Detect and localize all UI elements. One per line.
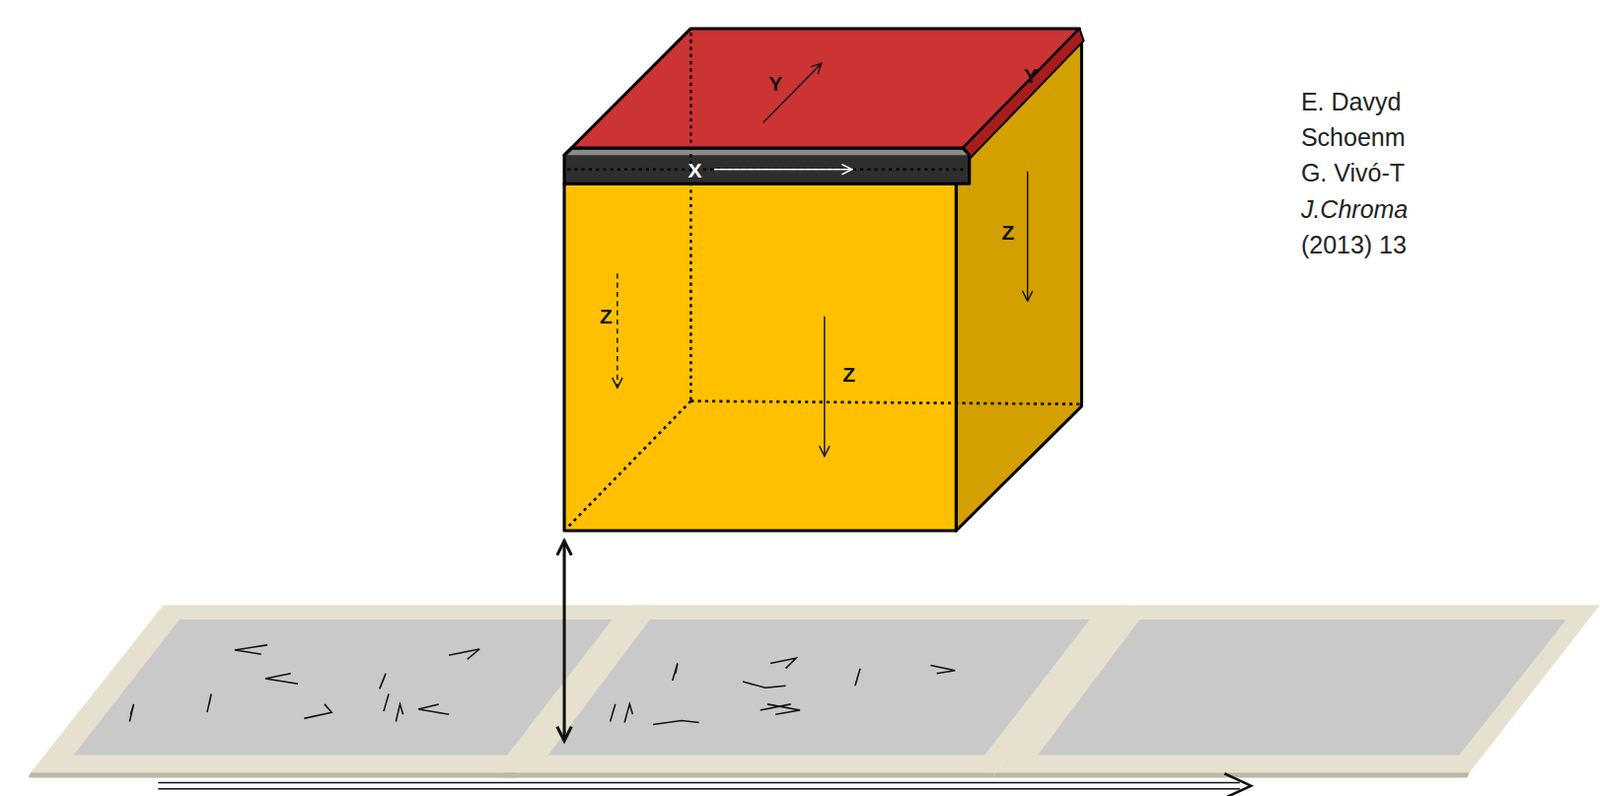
- axis-label: Z: [1002, 220, 1016, 245]
- axis-label: X: [687, 158, 702, 183]
- citation-line: G. Vivó-T: [1301, 160, 1405, 186]
- horizontal-motion-arrow: [157, 773, 1251, 796]
- citation-line: E. Davyd: [1301, 89, 1401, 115]
- vertical-motion-arrow: [562, 540, 566, 741]
- citation-line: (2013) 13: [1301, 232, 1407, 258]
- hidden-edges: [567, 32, 1080, 528]
- axis-label: Y: [1023, 64, 1038, 88]
- citation-line: J.Chroma: [1301, 197, 1408, 222]
- sample-plates: [28, 605, 1600, 779]
- axis-label: Z: [599, 304, 613, 329]
- axis-label: Z: [842, 363, 856, 387]
- direction-arrows: [617, 63, 1028, 456]
- axis-label: Y: [768, 72, 783, 96]
- cube: [564, 28, 1085, 531]
- citation-line: Schoenm: [1301, 125, 1406, 150]
- fragments: [129, 645, 955, 726]
